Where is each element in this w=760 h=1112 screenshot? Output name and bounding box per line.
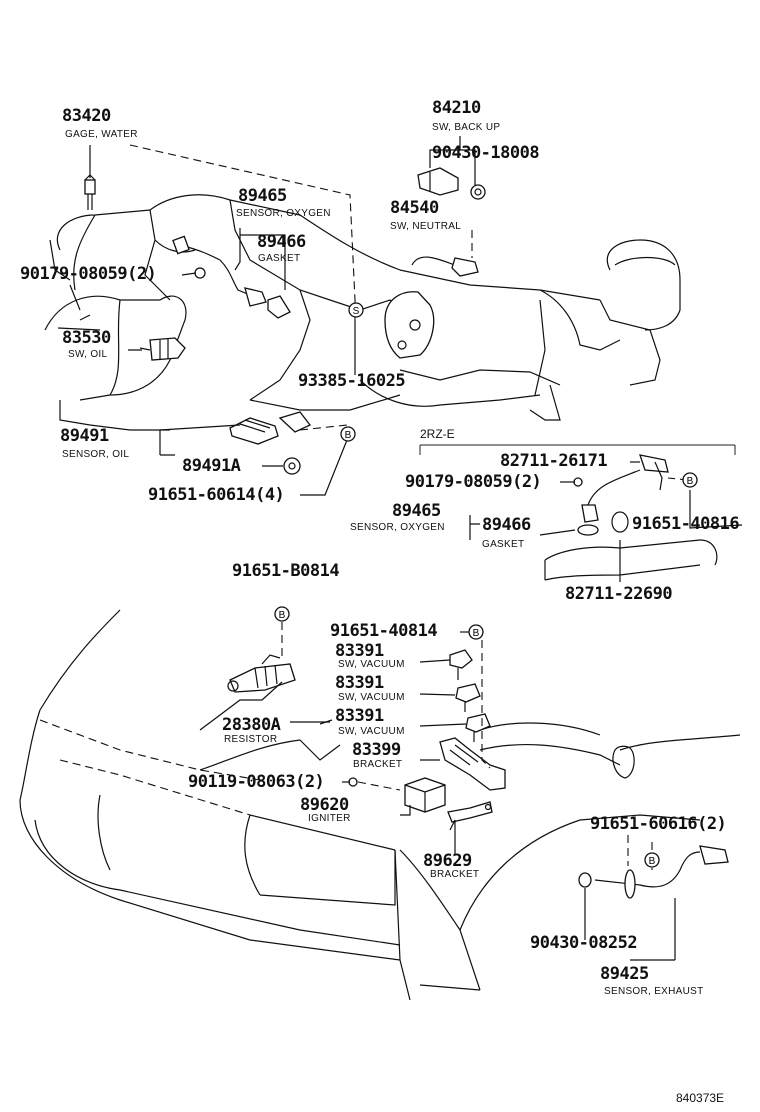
car-body-outline: [19, 609, 741, 1001]
part-number-89425: 89425: [600, 964, 649, 984]
part-number-82711-22690: 82711-22690: [565, 584, 673, 604]
part-number-83391-b: 83391: [335, 673, 384, 693]
part-number-90430-08252: 90430-08252: [530, 933, 638, 953]
part-number-83420: 83420: [62, 106, 111, 126]
igniter-bracket-part: [447, 801, 493, 823]
vacuum-switch-c-part: [465, 713, 491, 742]
part-name-sw-oil: SW, OIL: [68, 349, 108, 360]
diagram-code: 840373E: [676, 1091, 725, 1105]
part-name-gasket-upper: GASKET: [258, 253, 301, 264]
part-number-91651-40816: 91651-40816: [632, 514, 740, 534]
part-name-sw-vacuum-c: SW, VACUUM: [338, 726, 405, 737]
part-number-89620: 89620: [300, 795, 349, 815]
marker-b-text: B: [649, 856, 656, 867]
part-name-sensor-oil: SENSOR, OIL: [62, 449, 130, 460]
gasket-89491a-part: [283, 457, 301, 475]
part-number-90179-08059-2rze: 90179-08059(2): [405, 472, 542, 492]
part-number-84540: 84540: [390, 198, 439, 218]
part-name-gasket-2rze: GASKET: [482, 539, 525, 550]
part-number-89465-upper: 89465: [238, 186, 287, 206]
circle-marker-b-3: B: [274, 606, 290, 622]
part-number-83391-c: 83391: [335, 706, 384, 726]
sw-back-up-part: [417, 167, 486, 200]
oxygen-sensor-2rze-part: [573, 454, 669, 536]
part-number-91651-60614: 91651-60614(4): [148, 485, 285, 505]
engine-outline: [44, 194, 681, 431]
oxygen-sensor-upper-part: [172, 235, 291, 319]
circle-marker-b-2: B: [682, 472, 698, 488]
part-number-89466-upper: 89466: [257, 232, 306, 252]
oil-sensor-part: [229, 411, 312, 445]
part-number-93385-16025: 93385-16025: [298, 371, 406, 391]
part-number-91651-40814: 91651-40814: [330, 621, 438, 641]
vacuum-switch-a-part: [449, 649, 473, 680]
sw-oil-part: [139, 337, 186, 361]
vacuum-bracket-part: [439, 737, 506, 791]
part-number-90119-08063: 90119-08063(2): [188, 772, 325, 792]
part-name-sensor-oxygen-2rze: SENSOR, OXYGEN: [350, 522, 445, 533]
sw-neutral-part: [384, 256, 479, 359]
part-number-28380a: 28380A: [222, 715, 281, 735]
part-number-89466-2rze: 89466: [482, 515, 531, 535]
part-glyphs: [84, 167, 729, 899]
part-name-sensor-exhaust: SENSOR, EXHAUST: [604, 986, 704, 997]
circle-marker-b-5: B: [644, 852, 660, 868]
circle-marker-b-1: B: [340, 426, 356, 442]
part-name-bracket-83399: BRACKET: [353, 759, 403, 770]
part-number-83530: 83530: [62, 328, 111, 348]
bolt-90119-part: [348, 777, 358, 787]
marker-s-text: S: [353, 306, 360, 317]
part-number-89491: 89491: [60, 426, 109, 446]
leader-lines: [57, 136, 743, 961]
part-number-83391-a: 83391: [335, 641, 384, 661]
marker-b-text: B: [279, 610, 286, 621]
engine-type-2rz-e: 2RZ-E: [420, 427, 455, 441]
circle-marker-b-4: B: [468, 624, 484, 640]
part-name-sw-vacuum-b: SW, VACUUM: [338, 692, 405, 703]
part-number-89629: 89629: [423, 851, 472, 871]
circle-marker-s: S: [348, 302, 364, 318]
part-name-sensor-oxygen-upper: SENSOR, OXYGEN: [236, 208, 331, 219]
nut-90179-upper: [194, 267, 206, 279]
marker-b-text: B: [687, 476, 694, 487]
part-name-gage-water: GAGE, WATER: [65, 129, 138, 140]
part-number-91651-b0814: 91651-B0814: [232, 561, 340, 581]
part-name-resistor: RESISTOR: [224, 734, 278, 745]
part-name-sw-back-up: SW, BACK UP: [432, 122, 501, 133]
vacuum-switch-b-part: [455, 683, 481, 712]
part-name-igniter: IGNITER: [308, 813, 351, 824]
igniter-part: [404, 777, 446, 813]
part-number-89465-2rze: 89465: [392, 501, 441, 521]
part-number-89491a: 89491A: [182, 456, 241, 476]
part-name-sw-neutral: SW, NEUTRAL: [390, 221, 462, 232]
part-number-84210: 84210: [432, 98, 481, 118]
marker-b-text: B: [345, 430, 352, 441]
part-name-sw-vacuum-a: SW, VACUUM: [338, 659, 405, 670]
gage-water-part: [84, 174, 96, 210]
part-number-83399: 83399: [352, 740, 401, 760]
part-number-91651-60616: 91651-60616(2): [590, 814, 727, 834]
part-number-90430-18008: 90430-18008: [432, 143, 540, 163]
part-number-90179-08059-upper: 90179-08059(2): [20, 264, 157, 284]
part-number-82711-26171: 82711-26171: [500, 451, 608, 471]
part-name-bracket-89629: BRACKET: [430, 869, 480, 880]
resistor-part: [227, 654, 296, 693]
exhaust-sensor-part: [578, 845, 729, 899]
marker-b-text: B: [473, 628, 480, 639]
